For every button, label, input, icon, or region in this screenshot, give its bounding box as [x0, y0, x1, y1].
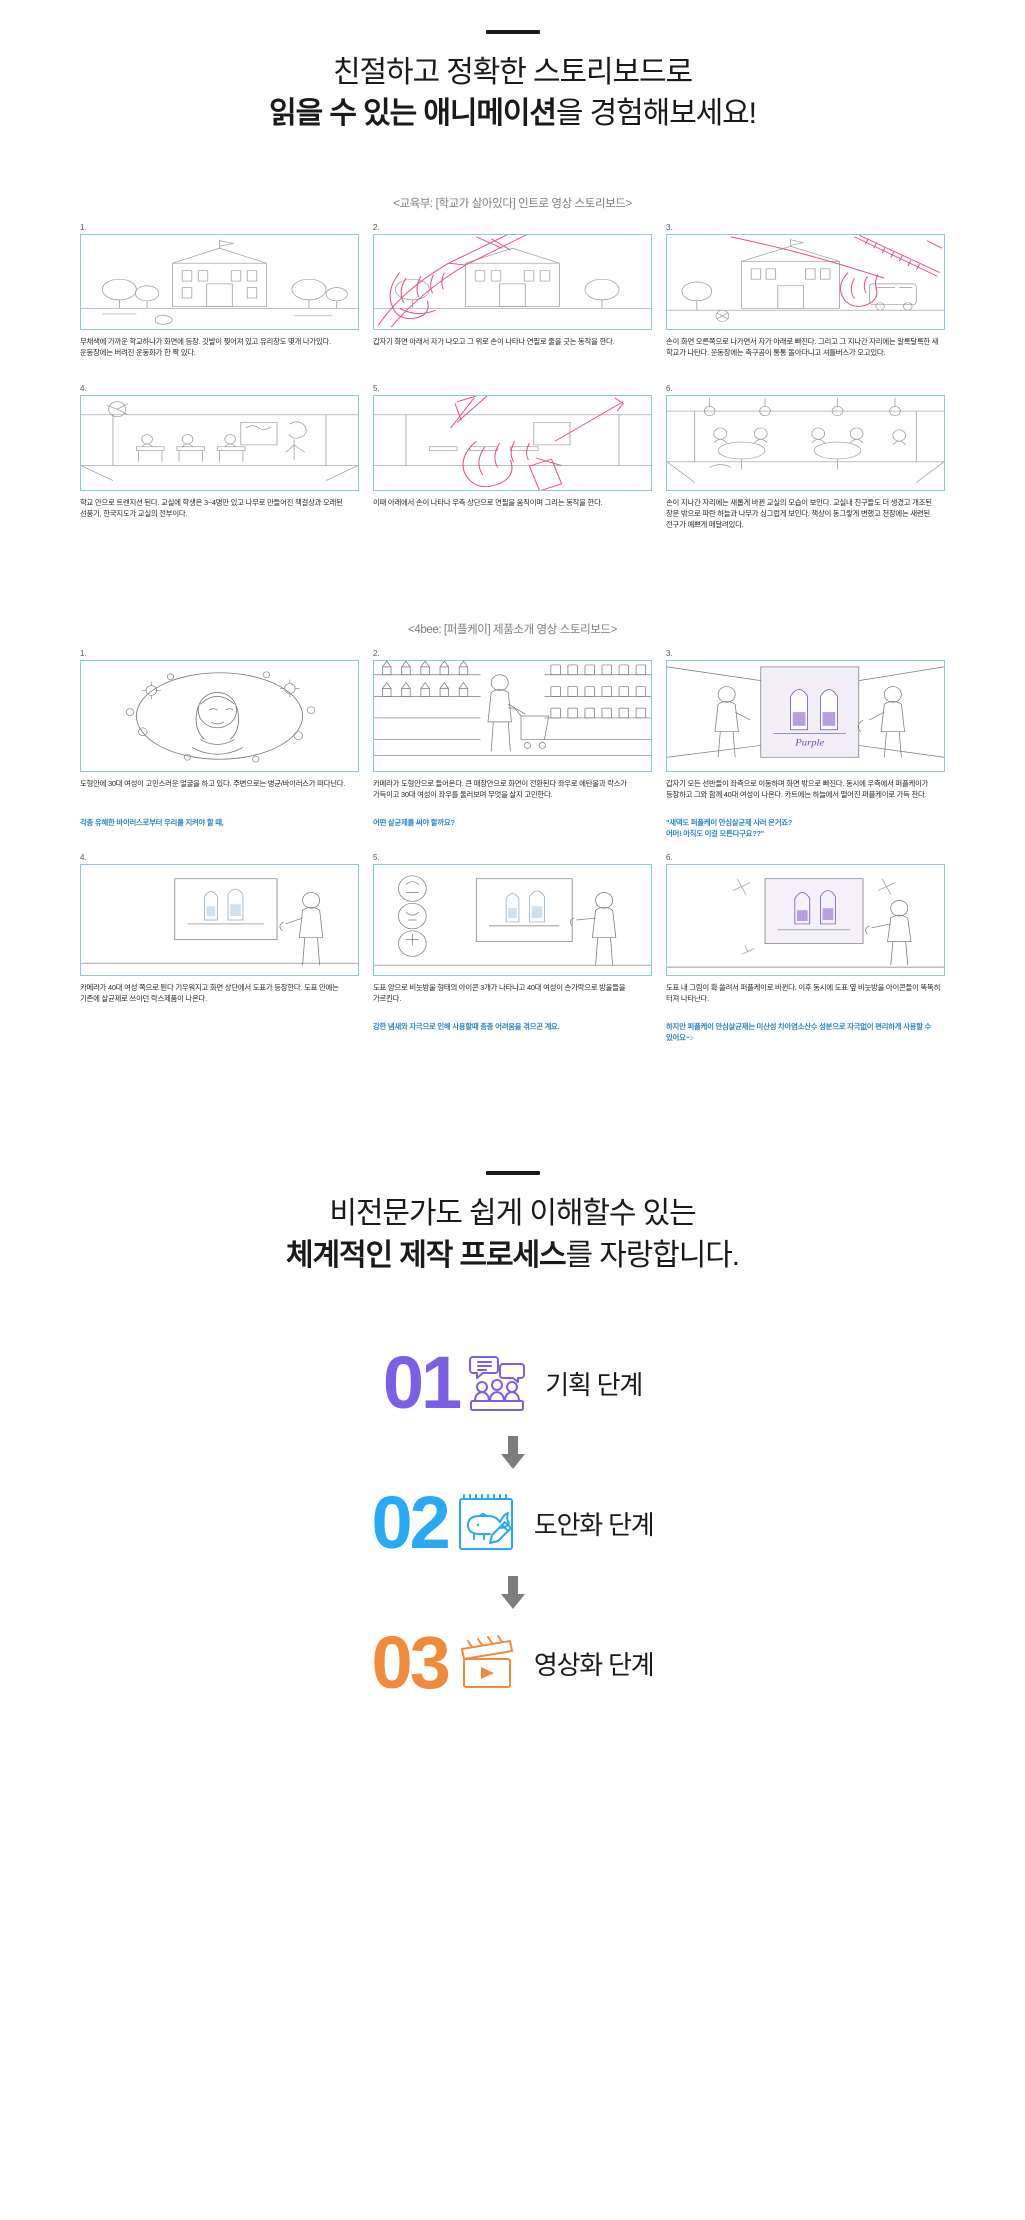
frame-caption: 손이 지나간 자리에는 새롭게 바뀐 교실의 모습이 보인다. 교실내 친구들도…	[666, 497, 945, 531]
process-headline-line2: 체계적인 제작 프로세스를 자랑합니다.	[0, 1235, 1025, 1276]
storyboard-frame-image: Purple	[666, 660, 945, 772]
hero-section-2: 비전문가도 쉽게 이해할수 있는 체계적인 제작 프로세스를 자랑합니다.	[0, 1163, 1025, 1276]
storyboard-section-2: <4bee: [퍼플케이] 제품소개 영상 스토리보드> 1.	[0, 621, 1025, 1043]
process-step-01: 01 기획 단계	[0, 1346, 1025, 1420]
frame-caption: 카메라가 40대 여성 쪽으로 튄다 기우워지고 화면 상단에서 도표가 등장한…	[80, 982, 359, 1016]
storyboard-cell: 4.	[80, 384, 359, 531]
arrow-down-icon-1	[0, 1436, 1025, 1470]
frame-caption-accent: 강한 냄새와 자극으로 인해 사용할때 종종 어려움을 겪으곤 계԰요.	[373, 1021, 652, 1032]
frame-number: 2.	[373, 223, 652, 232]
storyboard-cell: 1.	[80, 223, 359, 370]
frame-caption-accent: 어떤 살균제를 써야 할까요?	[373, 817, 652, 828]
storyboard-section-1: <교육부: [학교가 살아있다] 인트로 영상 스토리보드> 1.	[0, 195, 1025, 531]
hero-headline-line2: 읽을 수 있는 애니메이션을 경험해보세요!	[0, 93, 1025, 134]
storyboard-cell: 3.	[666, 223, 945, 370]
hero-section-1: 친절하고 정확한 스토리보드로 읽을 수 있는 애니메이션을 경험해보세요!	[0, 0, 1025, 135]
frame-caption: 손이 화면 오른쪽으로 나가면서 자가 아래로 빠진다. 그리고 그 지나간 자…	[666, 336, 945, 370]
step-number: 01	[383, 1346, 459, 1420]
frame-caption: 도표 양으로 비눗방울 형태의 아이콘 3개가 나타나고 40대 여성이 손가락…	[373, 982, 652, 1016]
frame-number: 4.	[80, 384, 359, 393]
storyboard-2-title: <4bee: [퍼플케이] 제품소개 영상 스토리보드>	[80, 621, 945, 637]
hero-headline-line1: 친절하고 정확한 스토리보드로	[0, 52, 1025, 93]
storyboard-1-grid: 1.	[80, 223, 945, 370]
hero-headline-emphasis: 읽을 수 있는 애니메이션	[269, 97, 556, 130]
step-number: 02	[372, 1486, 448, 1560]
frame-number: 2.	[373, 649, 652, 658]
storyboard-1-title: <교육부: [학교가 살아있다] 인트로 영상 스토리보드>	[80, 195, 945, 211]
frame-caption-accent: 각종 유해한 바이러스로부터 우리를 지켜야 할 때,	[80, 817, 359, 828]
storyboard-cell: 5.	[373, 384, 652, 531]
frame-number: 5.	[373, 384, 652, 393]
step-number: 03	[372, 1626, 448, 1700]
frame-number: 4.	[80, 853, 359, 862]
process-headline-tail: 를 자랑합니다.	[566, 1239, 739, 1272]
frame-number: 5.	[373, 853, 652, 862]
storyboard-frame-image	[80, 660, 359, 772]
process-headline-emphasis: 체계적인 제작 프로세스	[286, 1239, 565, 1272]
process-headline-line1: 비전문가도 쉽게 이해할수 있는	[0, 1193, 1025, 1234]
storyboard-2-grid-row2: 4.	[80, 853, 945, 1043]
frame-number: 1.	[80, 649, 359, 658]
frame-caption: 갑자기 화면 아래서 자가 나오고 그 위로 손이 나타나 연필로 줄을 긋는 …	[373, 336, 652, 370]
frame-caption: 카메라가 도형안으로 들어온다. 큰 매장안으로 화면이 전환된다 좌우로 에탄…	[373, 778, 652, 812]
storyboard-cell: 4.	[80, 853, 359, 1043]
frame-caption: 학교 안으로 트렌지션 된다. 교실에 학생은 3~4명만 있고 나무로 만들어…	[80, 497, 359, 531]
storyboard-cell: 2.	[373, 223, 652, 370]
frame-caption: 이때 아래에서 손이 나타나 우측 상단으로 연필을 움직이며 그리는 동작을 …	[373, 497, 652, 531]
heading-divider-rule-2	[486, 1171, 540, 1175]
frame-number: 3.	[666, 223, 945, 232]
step-label: 도안화 단계	[534, 1505, 654, 1542]
storyboard-frame-image	[80, 395, 359, 491]
frame-caption-accent: "새댁도 퍼플케이 안심살균제 사러 온거죠? 어머! 아직도 이걸 모른다구요…	[666, 817, 945, 839]
frame-caption: 도형안에 30대 여성이 고민스러운 얼굴을 하고 있다. 주변으로는 병균/바…	[80, 778, 359, 812]
frame-caption: 갑자기 모든 선반들이 좌측으로 이동하며 화면 밖으로 빠진다. 동시에 우측…	[666, 778, 945, 812]
arrow-down-icon-2	[0, 1576, 1025, 1610]
step-label: 영상화 단계	[534, 1645, 654, 1682]
frame-number: 6.	[666, 853, 945, 862]
frame-caption: 무채색에 가까운 학교하나가 화면에 등장. 깃발이 찢어져 있고 유리창도 몇…	[80, 336, 359, 370]
storyboard-frame-image	[80, 864, 359, 976]
storyboard-cell: 2.	[373, 649, 652, 839]
storyboard-frame-image	[80, 234, 359, 330]
heading-divider-rule	[486, 30, 540, 34]
svg-text:Purple: Purple	[794, 738, 824, 749]
process-step-03: 03 영상화 단계	[0, 1626, 1025, 1700]
sketchbook-pencil-icon	[454, 1491, 518, 1555]
storyboard-cell: 6.	[666, 853, 945, 1043]
storyboard-1-grid-row2: 4.	[80, 384, 945, 531]
storyboard-frame-image	[373, 864, 652, 976]
storyboard-cell: 1.	[80, 649, 359, 839]
frame-caption-accent: 하지만 퍼플케이 안심살균제는 미산성 차아염소산수 성분으로 자극없이 편리하…	[666, 1021, 945, 1043]
storyboard-frame-image	[666, 864, 945, 976]
storyboard-frame-image	[666, 395, 945, 491]
storyboard-2-grid: 1.	[80, 649, 945, 839]
frame-caption: 도표 내 그림이 확 쓸려서 퍼플케이로 바뀐다. 이후 동시에 도표 옆 비눗…	[666, 982, 945, 1016]
frame-number: 3.	[666, 649, 945, 658]
process-steps-section: 01 기획 단계	[0, 1336, 1025, 1700]
storyboard-cell: 6.	[666, 384, 945, 531]
storyboard-frame-image	[666, 234, 945, 330]
clapperboard-play-icon	[454, 1631, 518, 1695]
step-label: 기획 단계	[545, 1365, 642, 1402]
storyboard-cell: 5.	[373, 853, 652, 1043]
frame-number: 1.	[80, 223, 359, 232]
storyboard-cell: 3.	[666, 649, 945, 839]
storyboard-frame-image	[373, 395, 652, 491]
storyboard-frame-image	[373, 660, 652, 772]
landing-page: 친절하고 정확한 스토리보드로 읽을 수 있는 애니메이션을 경험해보세요! <…	[0, 0, 1025, 1760]
hero-headline-tail: 을 경험해보세요!	[556, 97, 756, 130]
frame-number: 6.	[666, 384, 945, 393]
process-step-02: 02 도안화 단계	[0, 1486, 1025, 1560]
meeting-discussion-icon	[465, 1351, 529, 1415]
storyboard-frame-image	[373, 234, 652, 330]
